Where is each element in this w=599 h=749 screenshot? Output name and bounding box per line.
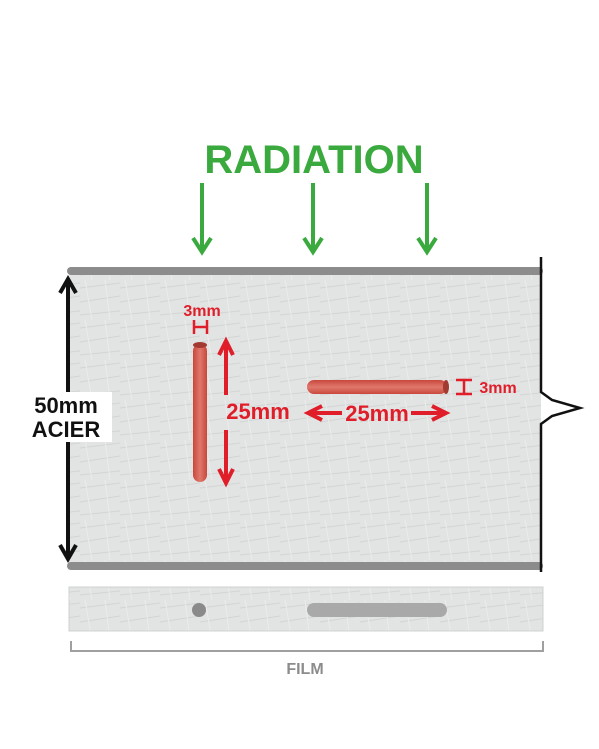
film-horizontal-defect-shadow [307, 603, 447, 617]
film-strip [68, 586, 544, 632]
vertical-defect-diameter-label: 3mm [183, 303, 220, 320]
vertical-diameter-marker [192, 320, 209, 334]
radiation-arrow-center [302, 183, 324, 256]
horizontal-defect-rod [307, 380, 447, 394]
plate-bottom-edge [67, 562, 543, 570]
radiation-arrow-right [416, 183, 438, 256]
horizontal-length-arrow [303, 404, 451, 422]
vertical-defect [193, 342, 207, 482]
vertical-defect-rod [193, 344, 207, 482]
film-bracket [70, 641, 544, 652]
film-vertical-defect-shadow [192, 603, 206, 617]
horizontal-defect-diameter-label: 3mm [479, 380, 516, 397]
radiation-title: RADIATION [204, 138, 423, 182]
horizontal-defect-length-label: 25mm [345, 401, 409, 426]
thickness-label: 50mm [34, 393, 98, 418]
steel-plate [67, 267, 543, 570]
material-label: ACIER [32, 417, 101, 442]
film-label: FILM [286, 661, 323, 678]
plate-top-edge [67, 267, 543, 275]
horizontal-defect [307, 380, 449, 394]
vertical-length-arrow [217, 336, 235, 488]
break-line [539, 257, 585, 572]
vertical-defect-length-label: 25mm [226, 399, 290, 424]
radiation-arrow-left [191, 183, 213, 256]
horizontal-diameter-marker [456, 378, 472, 396]
radiation-arrows [191, 183, 438, 256]
